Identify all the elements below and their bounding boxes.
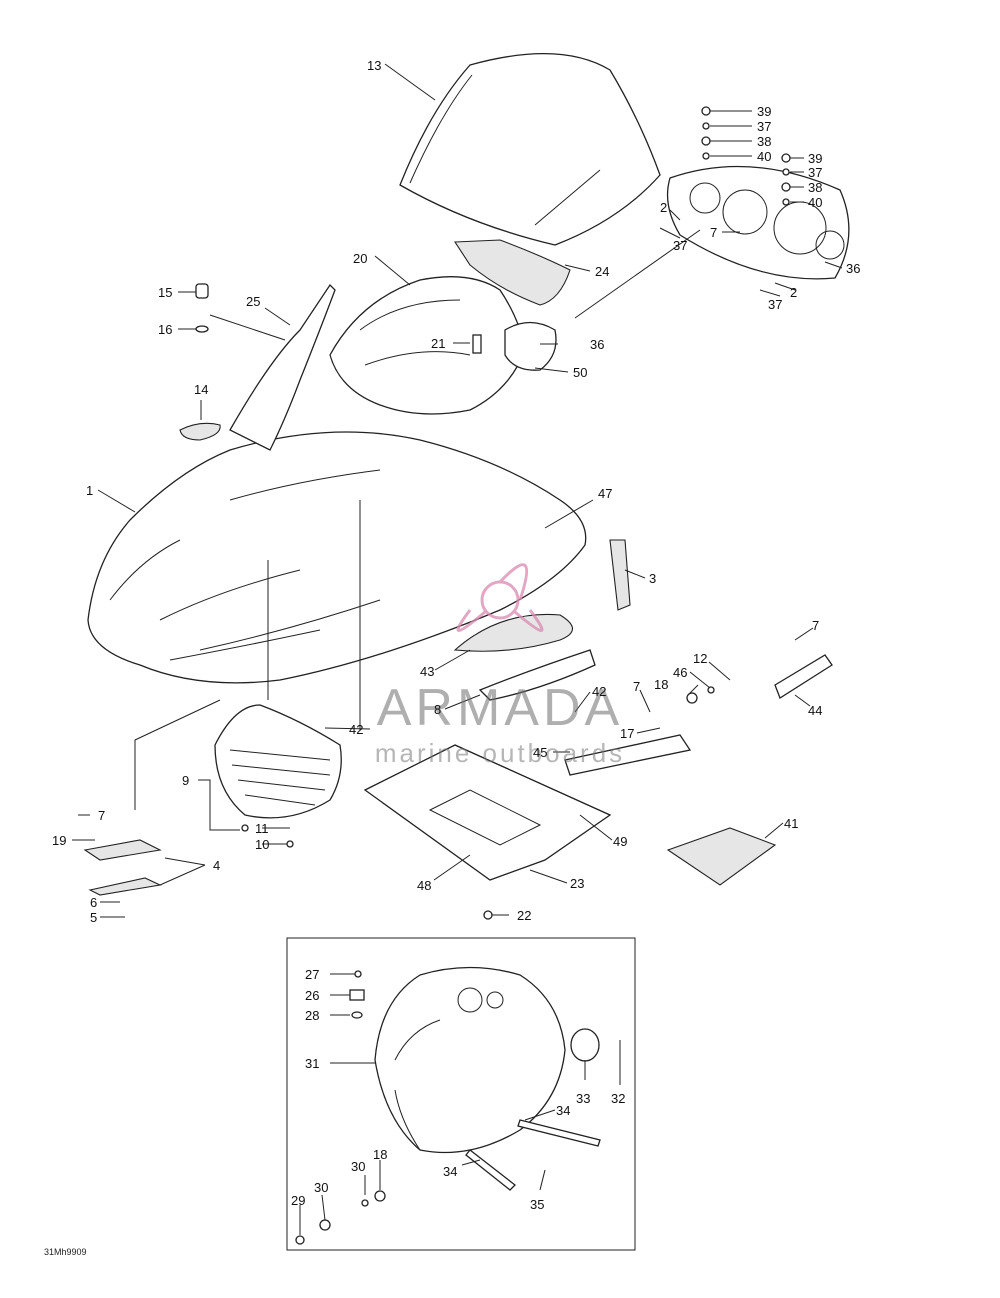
callout: 39 bbox=[757, 104, 771, 119]
callout: 1 bbox=[86, 483, 93, 498]
callout: 48 bbox=[417, 878, 431, 893]
callout: 10 bbox=[255, 837, 269, 852]
callout: 37 bbox=[768, 297, 782, 312]
callout-labels: 13 20 24 36 50 21 15 16 25 14 1 47 3 39 … bbox=[52, 58, 860, 1212]
callout: 8 bbox=[434, 702, 441, 717]
watermark-brand: ARMADA bbox=[377, 679, 623, 737]
callout: 20 bbox=[353, 251, 367, 266]
plate-45 bbox=[564, 734, 692, 776]
footrest-4-lower bbox=[88, 877, 162, 896]
callout: 13 bbox=[367, 58, 381, 73]
callout: 26 bbox=[305, 988, 319, 1003]
callout: 7 bbox=[710, 225, 717, 240]
callout: 2 bbox=[790, 285, 797, 300]
callout: 29 bbox=[291, 1193, 305, 1208]
callout: 43 bbox=[420, 664, 434, 679]
callout: 44 bbox=[808, 703, 822, 718]
callout: 7 bbox=[812, 618, 819, 633]
gauge-support-small bbox=[504, 321, 557, 371]
callout: 19 bbox=[52, 833, 66, 848]
callout: 9 bbox=[182, 773, 189, 788]
callout: 25 bbox=[246, 294, 260, 309]
callout: 15 bbox=[158, 285, 172, 300]
callout: 23 bbox=[570, 876, 584, 891]
callout: 14 bbox=[194, 382, 208, 397]
vent-14 bbox=[179, 422, 221, 441]
support-43 bbox=[453, 613, 574, 652]
callout: 28 bbox=[305, 1008, 319, 1023]
callout: 2 bbox=[660, 200, 667, 215]
gauge-panel bbox=[666, 165, 850, 280]
leader-lines bbox=[72, 63, 843, 1235]
callout: 40 bbox=[757, 149, 771, 164]
armada-logo-icon bbox=[456, 563, 544, 632]
console-cover bbox=[329, 276, 526, 415]
callout: 35 bbox=[530, 1197, 544, 1212]
bracket-44 bbox=[774, 654, 833, 699]
callout: 49 bbox=[613, 834, 627, 849]
bracket-34-lower bbox=[465, 1149, 516, 1191]
callout: 22 bbox=[517, 908, 531, 923]
callout: 37 bbox=[673, 238, 687, 253]
callout: 16 bbox=[158, 322, 172, 337]
gasket-24 bbox=[454, 239, 571, 306]
callout: 6 bbox=[90, 895, 97, 910]
callout: 18 bbox=[654, 677, 668, 692]
callout: 47 bbox=[598, 486, 612, 501]
callout: 38 bbox=[808, 180, 822, 195]
callout: 46 bbox=[673, 665, 687, 680]
inset-frame bbox=[286, 937, 636, 1251]
callout: 50 bbox=[573, 365, 587, 380]
armada-watermark: ARMADA marine outboards bbox=[375, 563, 625, 768]
callout: 38 bbox=[757, 134, 771, 149]
cowl-25 bbox=[229, 283, 336, 451]
callout: 17 bbox=[620, 726, 634, 741]
callout: 5 bbox=[90, 910, 97, 925]
callout: 34 bbox=[443, 1164, 457, 1179]
bracket-34-upper bbox=[517, 1119, 601, 1147]
callout: 7 bbox=[633, 679, 640, 694]
callout: 37 bbox=[808, 165, 822, 180]
callout: 11 bbox=[255, 821, 269, 836]
inset-fairing bbox=[374, 966, 566, 1154]
bracket-3 bbox=[609, 539, 631, 611]
callout: 45 bbox=[533, 745, 547, 760]
callout: 39 bbox=[808, 151, 822, 166]
side-panel-49 bbox=[454, 744, 611, 816]
callout: 30 bbox=[314, 1180, 328, 1195]
callout: 4 bbox=[213, 858, 220, 873]
callout: 34 bbox=[556, 1103, 570, 1118]
gauge-33 bbox=[570, 1028, 600, 1062]
callout: 32 bbox=[611, 1091, 625, 1106]
callout: 41 bbox=[784, 816, 798, 831]
windshield bbox=[399, 52, 661, 246]
callout: 42 bbox=[592, 684, 606, 699]
arm-8 bbox=[478, 649, 596, 701]
callout: 42 bbox=[349, 722, 363, 737]
callout: 36 bbox=[590, 337, 604, 352]
callout: 18 bbox=[373, 1147, 387, 1162]
belly-pan bbox=[363, 744, 612, 881]
insulation-pad-41 bbox=[666, 827, 777, 886]
callout: 7 bbox=[98, 808, 105, 823]
callout: 3 bbox=[649, 571, 656, 586]
callout: 30 bbox=[351, 1159, 365, 1174]
callout: 33 bbox=[576, 1091, 590, 1106]
callout: 24 bbox=[595, 264, 609, 279]
callout: 21 bbox=[431, 336, 445, 351]
callout: 40 bbox=[808, 195, 822, 210]
front-grille bbox=[214, 704, 342, 819]
callout: 37 bbox=[757, 119, 771, 134]
fasteners bbox=[195, 106, 791, 1245]
callout: 36 bbox=[846, 261, 860, 276]
callout: 31 bbox=[305, 1056, 319, 1071]
diagram-code: 31Mh9909 bbox=[44, 1247, 87, 1257]
callout: 12 bbox=[693, 651, 707, 666]
watermark-tagline: marine outboards bbox=[375, 738, 625, 768]
callout: 27 bbox=[305, 967, 319, 982]
footrest-4-upper bbox=[83, 839, 162, 861]
